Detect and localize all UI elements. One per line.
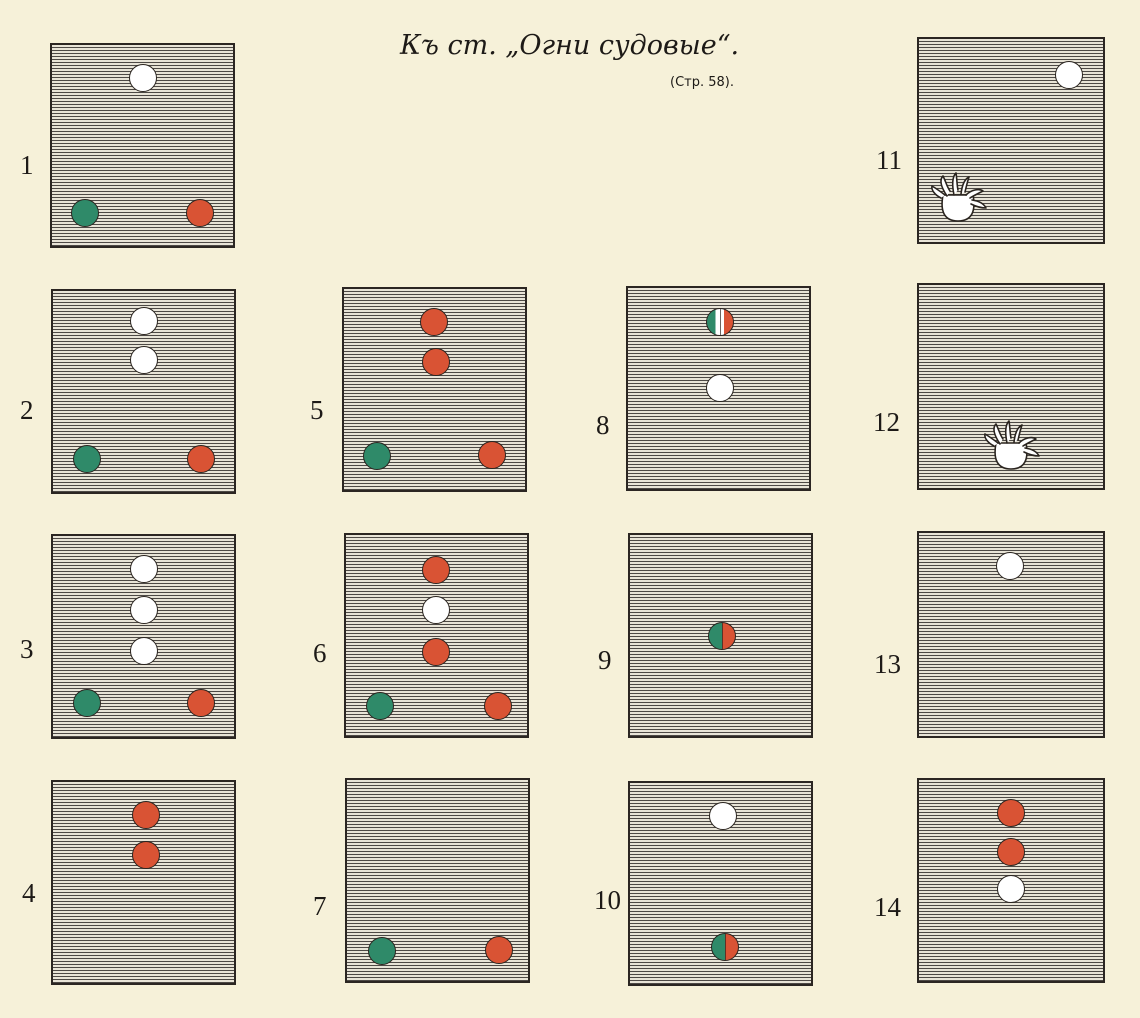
flare-tongue — [951, 172, 959, 196]
panel-10-light-1-white — [709, 802, 737, 830]
flare-tongue — [970, 199, 987, 209]
flare-tongue — [1018, 436, 1037, 447]
plate-title: Къ ст. „Огни судовые“. — [400, 30, 740, 61]
panel-7-number: 7 — [313, 891, 327, 921]
panel-14-light-3-white — [997, 875, 1025, 903]
panel-1-light-3-red — [186, 199, 214, 227]
panel-14-number: 14 — [874, 892, 901, 922]
panel-9-number: 9 — [598, 645, 612, 675]
panel-5-light-3-green — [363, 442, 391, 470]
flare-tongue — [1013, 424, 1023, 443]
flare-tongue — [960, 176, 970, 195]
panel-6-light-5-red — [484, 692, 512, 720]
panel-3-light-5-red — [187, 689, 215, 717]
flare-body — [994, 442, 1028, 470]
panel-2-light-1-white — [130, 307, 158, 335]
flare-tongue — [993, 423, 1004, 445]
panel-4-light-1-red — [132, 801, 160, 829]
panel-11-light-1-white — [1055, 61, 1083, 89]
panel-2-light-2-white — [130, 346, 158, 374]
panel-2-light-4-red — [187, 445, 215, 473]
panel-8-light-1-tricolor — [706, 308, 734, 336]
panel-1-number: 1 — [20, 150, 34, 180]
panel-11-number: 11 — [876, 145, 902, 175]
panel-3-light-3-white — [130, 637, 158, 665]
panel-14-light-2-red — [997, 838, 1025, 866]
panel-9-light-1-green-red — [708, 622, 736, 650]
panel-7-light-2-red — [485, 936, 513, 964]
panel-6-light-3-red — [422, 638, 450, 666]
panel-1-light-1-white — [129, 64, 157, 92]
flare-icon — [984, 420, 1040, 470]
panel-3-light-2-white — [130, 596, 158, 624]
panel-1-light-2-green — [71, 199, 99, 227]
panel-3-number: 3 — [20, 634, 34, 664]
flare-icon — [931, 172, 987, 222]
panel-14-light-1-red — [997, 799, 1025, 827]
panel-5-light-1-red — [420, 308, 448, 336]
panel-10-number: 10 — [594, 885, 621, 915]
panel-2-light-3-green — [73, 445, 101, 473]
panel-8-light-2-white — [706, 374, 734, 402]
panel-7-light-1-green — [368, 937, 396, 965]
panel-2-number: 2 — [20, 395, 34, 425]
flare-tongue — [984, 433, 999, 447]
panel-6-light-1-red — [422, 556, 450, 584]
panel-5-number: 5 — [310, 395, 324, 425]
panel-10-light-2-green-red — [711, 933, 739, 961]
panel-12-number: 12 — [873, 407, 900, 437]
panel-6-number: 6 — [313, 638, 327, 668]
panel-13-number: 13 — [874, 649, 901, 679]
panel-6-light-2-white — [422, 596, 450, 624]
flare-tongue — [931, 185, 946, 199]
panel-4-number: 4 — [22, 878, 36, 908]
panel-5-light-2-red — [422, 348, 450, 376]
panel-13-light-1-white — [996, 552, 1024, 580]
panel-4-light-2-red — [132, 841, 160, 869]
panel-3-light-1-white — [130, 555, 158, 583]
flare-body — [941, 194, 975, 222]
panel-8-number: 8 — [596, 410, 610, 440]
page-reference: (Стр. 58). — [670, 75, 734, 90]
panel-3-light-4-green — [73, 689, 101, 717]
flare-tongue — [1023, 447, 1040, 457]
panel-6-light-4-green — [366, 692, 394, 720]
flare-tongue — [965, 188, 984, 199]
flare-tongue — [1004, 420, 1012, 444]
flare-tongue — [940, 175, 951, 197]
panel-5-light-4-red — [478, 441, 506, 469]
